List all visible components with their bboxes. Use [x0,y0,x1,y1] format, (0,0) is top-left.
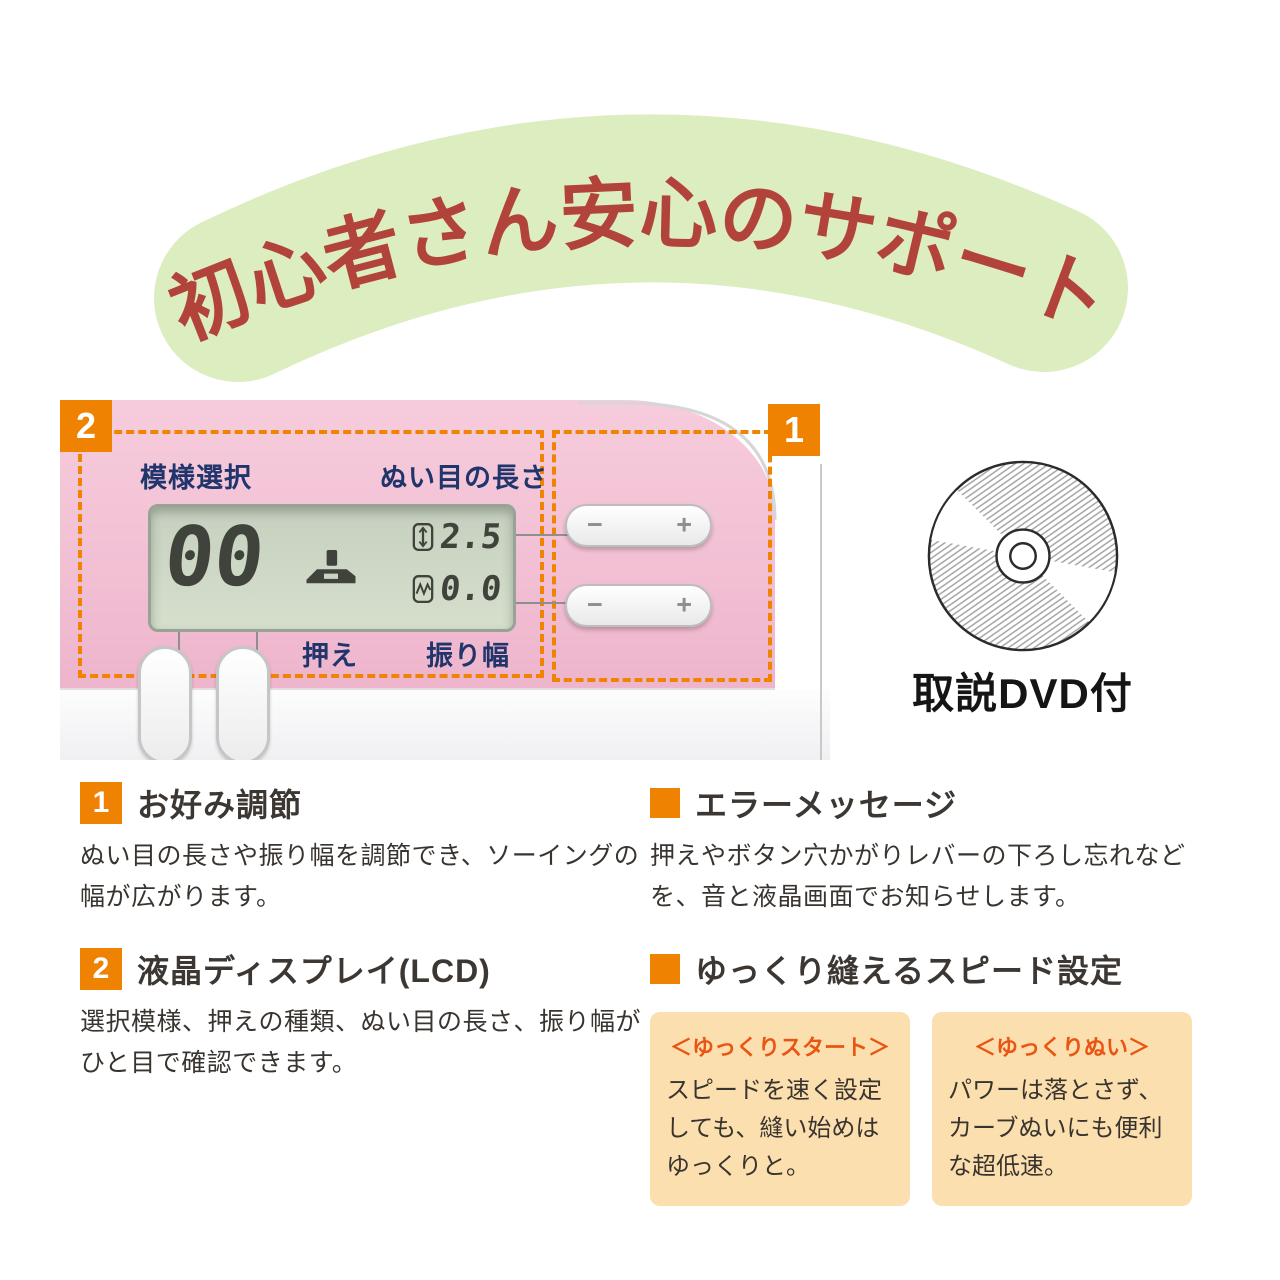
control-panel-photo: 模様選択 ぬい目の長さ 押え 振り幅 00 2.5 [60,400,830,760]
feature-title: エラーメッセージ [695,787,958,823]
speed-boxes: ＜ゆっくりスタート＞ スピードを速く設定しても、縫い始めはゆっくりと。 ＜ゆっく… [650,1012,1192,1206]
feature-lcd-body: 選択模様、押えの種類、ぬい目の長さ、振り幅がひと目で確認できます。 [80,1008,642,1077]
stitch-length-label: ぬい目の長さ [380,463,548,493]
feature-error-heading: エラーメッセージ [650,780,957,826]
stitch-length-adjust-button: − + [565,504,712,547]
slow-sew-box: ＜ゆっくりぬい＞ パワーは落とさず、カーブぬいにも便利な超低速。 [932,1012,1192,1206]
feature-lcd-heading: 2 液晶ディスプレイ(LCD) [80,946,491,992]
zigzag-width-icon [412,575,433,603]
slow-start-box: ＜ゆっくりスタート＞ スピードを速く設定しても、縫い始めはゆっくりと。 [650,1012,910,1206]
plus-label: + [676,508,692,539]
stitch-length-readout: 2.5 [412,517,504,557]
slow-sew-body: パワーは落とさず、カーブぬいにも便利な超低速。 [948,1077,1163,1180]
connector-line [510,602,568,604]
dvd-disc-icon [927,460,1118,652]
connector-line [256,626,258,650]
plus-label: + [676,588,692,619]
slow-start-body: スピードを速く設定しても、縫い始めはゆっくりと。 [666,1077,882,1180]
feature-speed-heading: ゆっくり縫えるスピード設定 [650,946,1123,992]
slow-start-title: ＜ゆっくりスタート＞ [669,1035,890,1060]
feature-number-badge: 2 [80,948,122,990]
banner: 初心者さん安心のサポート [154,114,1128,382]
dvd-block: 取説DVD付 [880,458,1165,721]
lcd-stitch-length-value: 2.5 [437,517,504,557]
machine-edge-line [820,464,822,760]
swing-width-adjust-button: − + [565,584,712,627]
presser-label: 押え [302,641,358,671]
feature-error-body: 押えやボタン穴かがりレバーの下ろし忘れなどを、音と液晶画面でお知らせします。 [650,842,1186,911]
feature-adjust-body: ぬい目の長さや振り幅を調節でき、ソーイングの幅が広がります。 [80,842,640,911]
callout-badge-2: 2 [60,400,112,452]
function-button-left [138,646,192,760]
connector-line [178,626,180,650]
lcd-pattern-number: 00 [160,510,269,605]
lcd-swing-width-value: 0.0 [437,569,504,609]
section-marker-square [650,954,680,984]
section-marker-square [650,788,680,818]
banner-ribbon-shape [154,114,1128,382]
dvd-caption: 取説DVD付 [912,670,1133,717]
feature-title: お好み調節 [137,787,303,823]
stitch-length-icon [412,523,433,551]
lcd-display: 00 2.5 0.0 [148,504,516,632]
slow-sew-title: ＜ゆっくりぬい＞ [973,1035,1150,1060]
callout-badge-1: 1 [768,404,820,456]
function-button-right [216,646,270,760]
presser-foot-icon [306,550,356,584]
swing-width-readout: 0.0 [412,569,504,609]
lcd-highlight-frame [78,430,544,678]
feature-title: ゆっくり縫えるスピード設定 [695,953,1124,989]
feature-adjust-heading: 1 お好み調節 [80,780,302,826]
swing-width-label: 振り幅 [426,641,510,671]
feature-number-badge: 1 [80,782,122,824]
pattern-select-label: 模様選択 [140,463,252,493]
machine-body-curve [578,401,777,520]
buttons-highlight-frame [552,430,772,682]
minus-label: − [587,508,603,539]
feature-title: 液晶ディスプレイ(LCD) [137,953,491,989]
minus-label: − [587,588,603,619]
connector-line [510,534,568,536]
